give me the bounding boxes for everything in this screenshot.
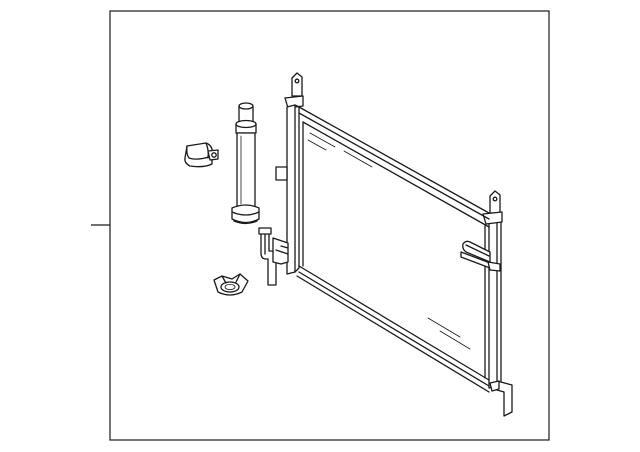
receiver-drier-tank [231, 102, 260, 225]
outlet-pipe-fitting [460, 240, 501, 272]
drier-cap-seal [213, 273, 249, 296]
drier-bracket-clamp [184, 142, 219, 168]
inlet-pipe-fitting [258, 227, 289, 286]
condenser-assembly [275, 72, 513, 417]
diagram-frame [91, 10, 550, 441]
